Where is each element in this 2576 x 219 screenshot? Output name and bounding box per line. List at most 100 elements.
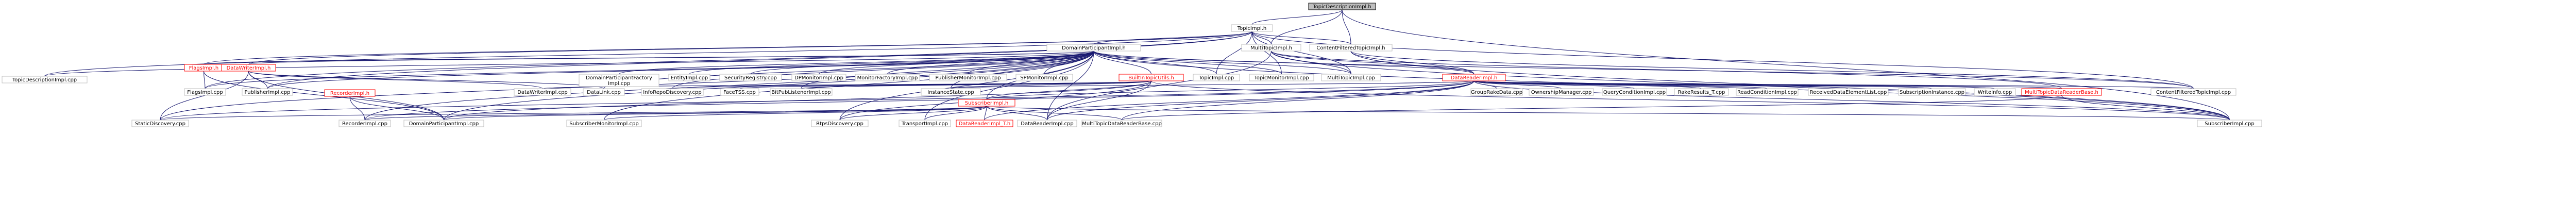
node-box[interactable] [855,74,920,81]
node-box[interactable] [566,120,642,127]
node-box[interactable] [221,64,276,72]
graph-node[interactable]: SubscriberImpl.h [958,99,1015,107]
graph-node[interactable]: FlagsImpl.h [184,64,224,72]
graph-node[interactable]: ContentFilteredTopicImpl.cpp [2150,88,2236,96]
graph-node[interactable]: OwnershipManager.cpp [1529,88,1594,96]
graph-node[interactable]: TopicMonitorImpl.cpp [1249,74,1314,81]
node-box[interactable] [1249,74,1314,81]
graph-node[interactable]: DataReaderImpl.h [1442,74,1506,81]
graph-node[interactable]: DomainParticipantImpl.cpp [403,120,484,127]
graph-node[interactable]: ReceivedDataElementList.cpp [1808,88,1889,96]
graph-node[interactable]: MultiTopicDataReaderBase.cpp [1081,120,1162,127]
node-box[interactable] [131,120,189,127]
node-box[interactable] [324,89,376,97]
node-box[interactable] [1241,44,1301,52]
graph-node[interactable]: FlagsImpl.cpp [184,88,226,96]
graph-node[interactable]: TopicDescriptionImpl.h [1308,3,1376,10]
graph-node[interactable]: ReadConditionImpl.cpp [1736,88,1799,96]
graph-node[interactable]: DataWriterImpl.h [221,64,276,72]
node-box[interactable] [579,74,659,87]
node-box[interactable] [1442,74,1506,81]
node-box[interactable] [242,88,293,96]
graph-node[interactable]: FaceTSS.cpp [720,88,759,96]
node-box[interactable] [184,88,226,96]
node-box[interactable] [668,74,710,81]
node-box[interactable] [921,88,981,96]
node-box[interactable] [403,120,484,127]
node-box[interactable] [1470,88,1523,96]
graph-node[interactable]: InfoRepoDiscovery.cpp [641,88,704,96]
graph-node[interactable]: BuiltInTopicUtils.h [1118,74,1184,81]
node-box[interactable] [1736,88,1799,96]
graph-node[interactable]: SubscriberMonitorImpl.cpp [566,120,642,127]
graph-node[interactable]: SecurityRegistry.cpp [719,74,782,81]
node-box[interactable] [899,120,951,127]
graph-node[interactable]: PublisherImpl.cpp [242,88,293,96]
node-box[interactable] [770,88,833,96]
node-box[interactable] [1231,24,1273,32]
graph-node[interactable]: WriteInfo.cpp [1974,88,2016,96]
graph-node[interactable]: BitPubListenerImpl.cpp [770,88,833,96]
node-box[interactable] [1193,74,1240,81]
node-box[interactable] [720,88,759,96]
node-box[interactable] [2197,120,2262,127]
node-box[interactable] [1308,3,1376,10]
node-box[interactable] [1974,88,2016,96]
graph-node[interactable]: PublisherMonitorImpl.cpp [929,74,1007,81]
graph-node[interactable]: SPMonitorImpl.cpp [1015,74,1073,81]
graph-node[interactable]: DPMonitorImpl.cpp [791,74,846,81]
graph-node[interactable]: TopicImpl.h [1231,24,1273,32]
graph-node[interactable]: SubscriberImpl.cpp [2197,120,2262,127]
node-box[interactable] [791,74,846,81]
node-box[interactable] [1321,74,1381,81]
graph-node[interactable]: InstanceState.cpp [921,88,981,96]
graph-node[interactable]: EntityImpl.cpp [668,74,710,81]
graph-node[interactable]: DomainParticipantImpl.h [1046,44,1141,52]
node-box[interactable] [1808,88,1889,96]
graph-node[interactable]: QueryConditionImpl.cpp [1602,88,1667,96]
node-box[interactable] [1017,120,1077,127]
node-box[interactable] [1529,88,1594,96]
node-box[interactable] [2021,88,2102,96]
graph-node[interactable]: RakeResults_T.cpp [1674,88,1729,96]
graph-node[interactable]: MultiTopicImpl.h [1241,44,1301,52]
node-box[interactable] [958,99,1015,107]
graph-node[interactable]: MultiTopicDataReaderBase.h [2021,88,2102,96]
graph-node[interactable]: DataWriterImpl.cpp [514,88,571,96]
graph-node[interactable]: DataReaderImpl.cpp [1017,120,1077,127]
node-label: QueryConditionImpl.cpp [1603,90,1666,95]
node-box[interactable] [1898,88,1966,96]
node-box[interactable] [2,76,88,83]
node-box[interactable] [2150,88,2236,96]
node-box[interactable] [1309,44,1393,52]
graph-node[interactable]: DataLink.cpp [583,88,625,96]
graph-node[interactable]: RtpsDiscovery.cpp [811,120,869,127]
node-box[interactable] [1118,74,1184,81]
node-box[interactable] [929,74,1007,81]
graph-node[interactable]: GroupRakeData.cpp [1470,88,1523,96]
graph-node[interactable]: StaticDiscovery.cpp [131,120,189,127]
node-box[interactable] [641,88,704,96]
node-box[interactable] [583,88,625,96]
graph-node[interactable]: SubscriptionInstance.cpp [1898,88,1966,96]
node-box[interactable] [956,120,1013,127]
node-box[interactable] [719,74,782,81]
graph-node[interactable]: RecorderImpl.h [324,89,376,97]
graph-node[interactable]: TransportImpl.cpp [899,120,951,127]
graph-node[interactable]: MonitorFactoryImpl.cpp [855,74,920,81]
node-box[interactable] [811,120,869,127]
node-box[interactable] [1046,44,1141,52]
graph-node[interactable]: RecorderImpl.cpp [338,120,391,127]
graph-node[interactable]: TopicDescriptionImpl.cpp [2,76,88,83]
graph-node[interactable]: TopicImpl.cpp [1193,74,1240,81]
graph-node[interactable]: MultiTopicImpl.cpp [1321,74,1381,81]
node-box[interactable] [338,120,391,127]
node-box[interactable] [1081,120,1162,127]
node-box[interactable] [1015,74,1073,81]
graph-node[interactable]: ContentFilteredTopicImpl.h [1309,44,1393,52]
node-box[interactable] [1674,88,1729,96]
node-box[interactable] [514,88,571,96]
graph-node[interactable]: DataReaderImpl_T.h [956,120,1013,127]
node-box[interactable] [1602,88,1667,96]
